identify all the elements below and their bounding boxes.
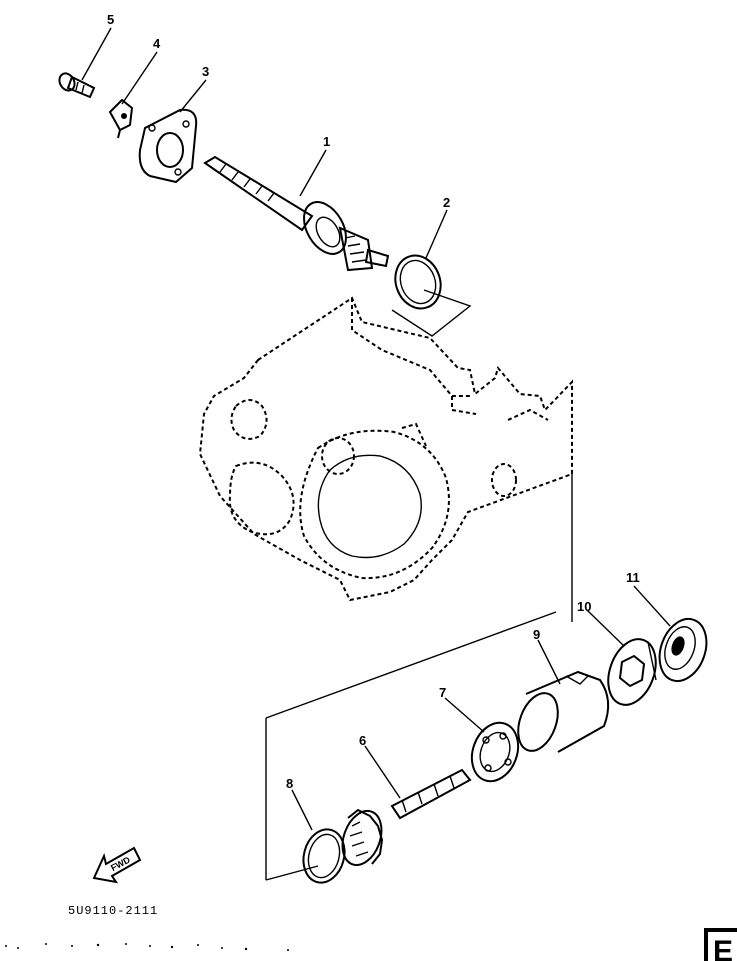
part-5-bolt xyxy=(58,72,96,99)
part-2-circlip xyxy=(391,254,472,337)
callout-4: 4 xyxy=(153,36,161,51)
callout-1: 1 xyxy=(323,134,330,149)
callout-6: 6 xyxy=(359,733,366,748)
part-10-washer xyxy=(607,638,657,706)
callout-5: 5 xyxy=(107,12,114,27)
part-1-drive-shaft xyxy=(203,155,390,272)
part-9-sleeve xyxy=(517,670,610,753)
page-marker: E xyxy=(704,928,737,961)
callout-9: 9 xyxy=(533,627,540,642)
leader-lines xyxy=(81,27,671,831)
callout-7: 7 xyxy=(439,685,446,700)
part-11-seal xyxy=(658,618,708,682)
callout-10: 10 xyxy=(577,599,591,614)
part-3-retainer-plate xyxy=(138,108,198,184)
callout-2: 2 xyxy=(443,195,450,210)
scan-noise xyxy=(5,943,289,951)
callout-11: 11 xyxy=(626,570,640,585)
callout-3: 3 xyxy=(202,64,209,79)
gear-housing-outline xyxy=(198,296,573,602)
callout-8: 8 xyxy=(286,776,293,791)
diagram-code: 5U9110-2111 xyxy=(68,904,158,918)
part-6-driven-shaft xyxy=(341,768,472,867)
page-letter: E xyxy=(713,935,733,961)
forward-arrow-icon: FWD xyxy=(92,846,142,884)
part-8-circlip xyxy=(302,828,346,884)
part-7-bearing xyxy=(470,721,520,783)
part-4-stopper xyxy=(108,98,134,139)
